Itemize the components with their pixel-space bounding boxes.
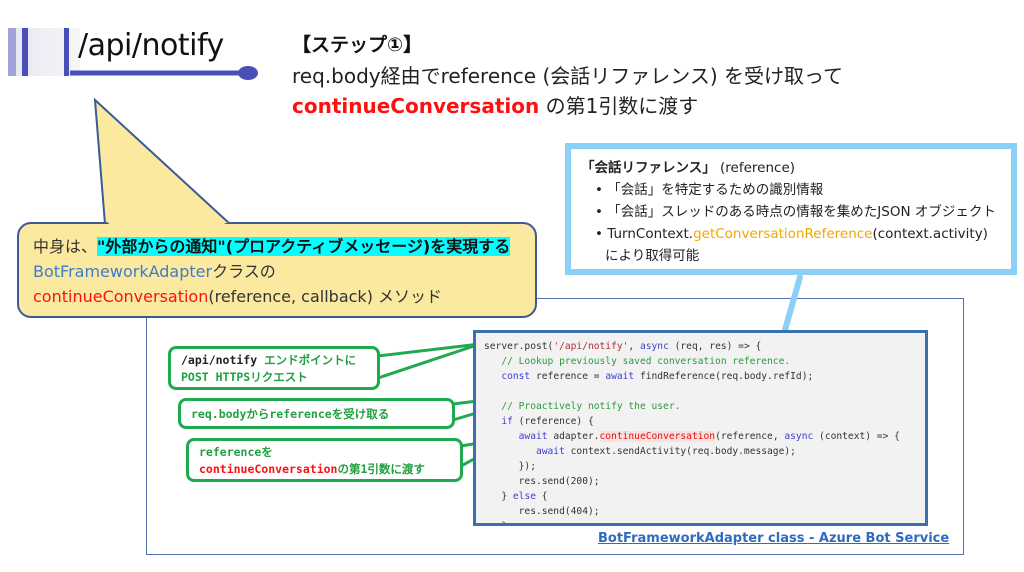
list-item: 「会話」スレッドのある時点の情報を集めたJSON オブジェクト — [595, 201, 1001, 223]
reference-info-box: 「会話リファレンス」 (reference) 「会話」を特定するための識別情報 … — [565, 143, 1017, 275]
page-title: /api/notify — [78, 28, 224, 63]
title-decoration — [8, 28, 80, 76]
docs-link[interactable]: BotFrameworkAdapter class - Azure Bot Se… — [598, 531, 950, 546]
step-description: req.body経由でreference (会話リファレンス) を受け取って — [292, 64, 844, 88]
list-item: TurnContext.getConversationReference(con… — [595, 223, 1001, 267]
step-label: 【ステップ①】 — [292, 34, 423, 56]
doc-frame — [146, 298, 964, 555]
code-block: server.post('/api/notify', async (req, r… — [473, 330, 928, 526]
step-description-2: continueConversation の第1引数に渡す — [292, 94, 699, 118]
list-item: 「会話」を特定するための識別情報 — [595, 179, 1001, 201]
note-req-body: req.bodyからreferenceを受け取る — [178, 398, 455, 429]
callout-box: 中身は、"外部からの通知"(プロアクティブメッセージ)を実現する BotFram… — [17, 222, 537, 318]
